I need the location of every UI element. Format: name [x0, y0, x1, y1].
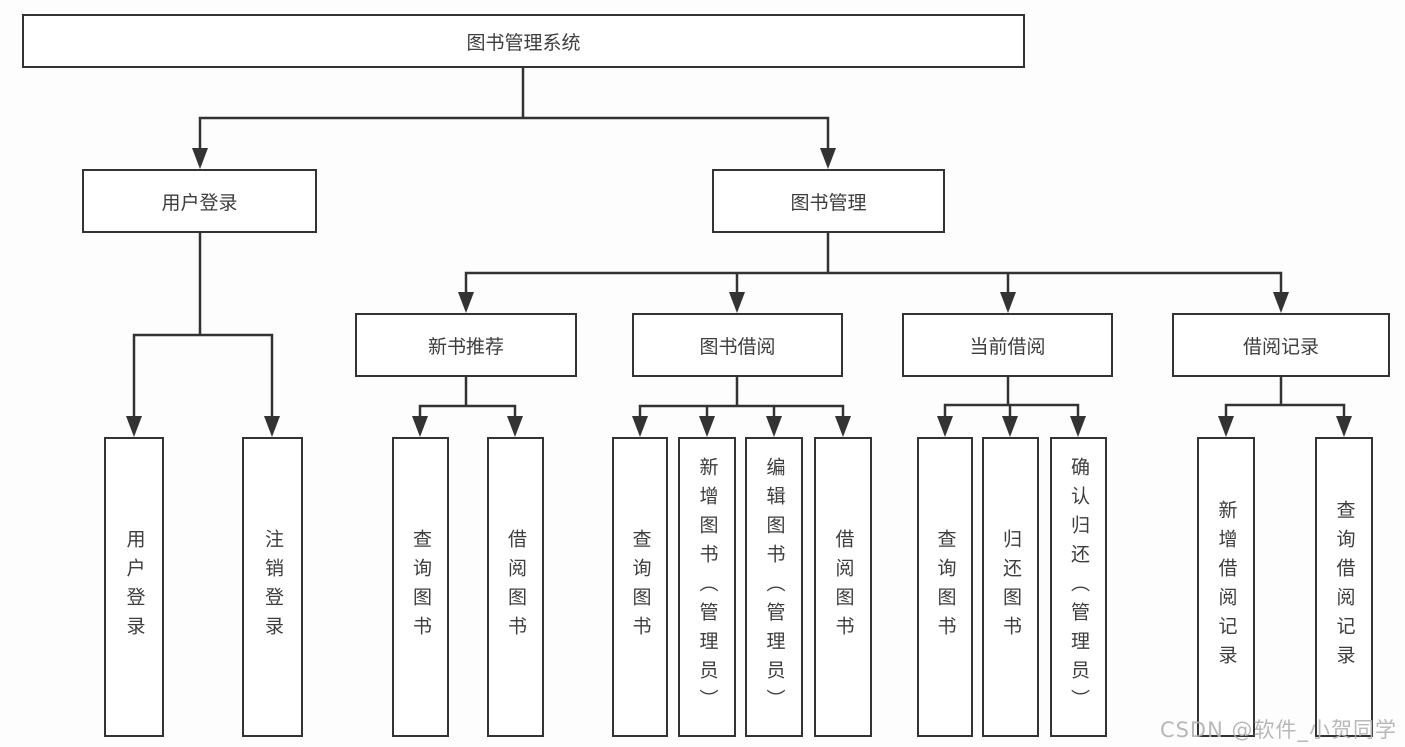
node-current-borrowing: 当前借阅	[902, 313, 1113, 377]
leaf-user-login: 用户登录	[104, 437, 164, 737]
leaf-recommend-borrow-books: 借阅图书	[487, 437, 544, 737]
leaf-logout: 注销登录	[242, 437, 303, 737]
node-borrowing-records: 借阅记录	[1172, 313, 1390, 377]
connector-new-book-recommend-children	[418, 375, 517, 418]
leaf-current-confirm-return-admin: 确认归还（管理员）	[1050, 437, 1107, 737]
leaf-borrowing-query-books: 查询图书	[612, 437, 668, 737]
node-book-borrowing: 图书借阅	[632, 313, 843, 377]
node-user-login: 用户登录	[82, 169, 317, 233]
leaf-borrowing-edit-books-admin: 编辑图书（管理员）	[745, 437, 803, 737]
connector-root-to-level1	[198, 66, 830, 149]
connector-current-borrowing-children	[943, 375, 1080, 418]
csdn-watermark: CSDN @软件_小贺同学	[1159, 718, 1397, 742]
node-new-book-recommend: 新书推荐	[355, 313, 577, 377]
connector-borrowing-records-children	[1224, 375, 1346, 418]
leaf-recommend-query-books: 查询图书	[392, 437, 449, 737]
connector-book-borrowing-children	[638, 375, 845, 418]
leaf-current-return-books: 归还图书	[982, 437, 1039, 737]
leaf-borrowing-add-books-admin: 新增图书（管理员）	[678, 437, 736, 737]
arrowheads	[126, 148, 1352, 437]
connector-user-login-children	[132, 231, 274, 417]
leaf-borrowing-borrow-books: 借阅图书	[814, 437, 872, 737]
leaf-records-add-record: 新增借阅记录	[1197, 437, 1255, 737]
node-book-management: 图书管理	[712, 169, 945, 233]
leaf-records-query-record: 查询借阅记录	[1315, 437, 1373, 737]
connector-book-management-children	[464, 231, 1283, 293]
leaf-current-query-books: 查询图书	[917, 437, 973, 737]
node-library-management-system: 图书管理系统	[22, 14, 1025, 68]
